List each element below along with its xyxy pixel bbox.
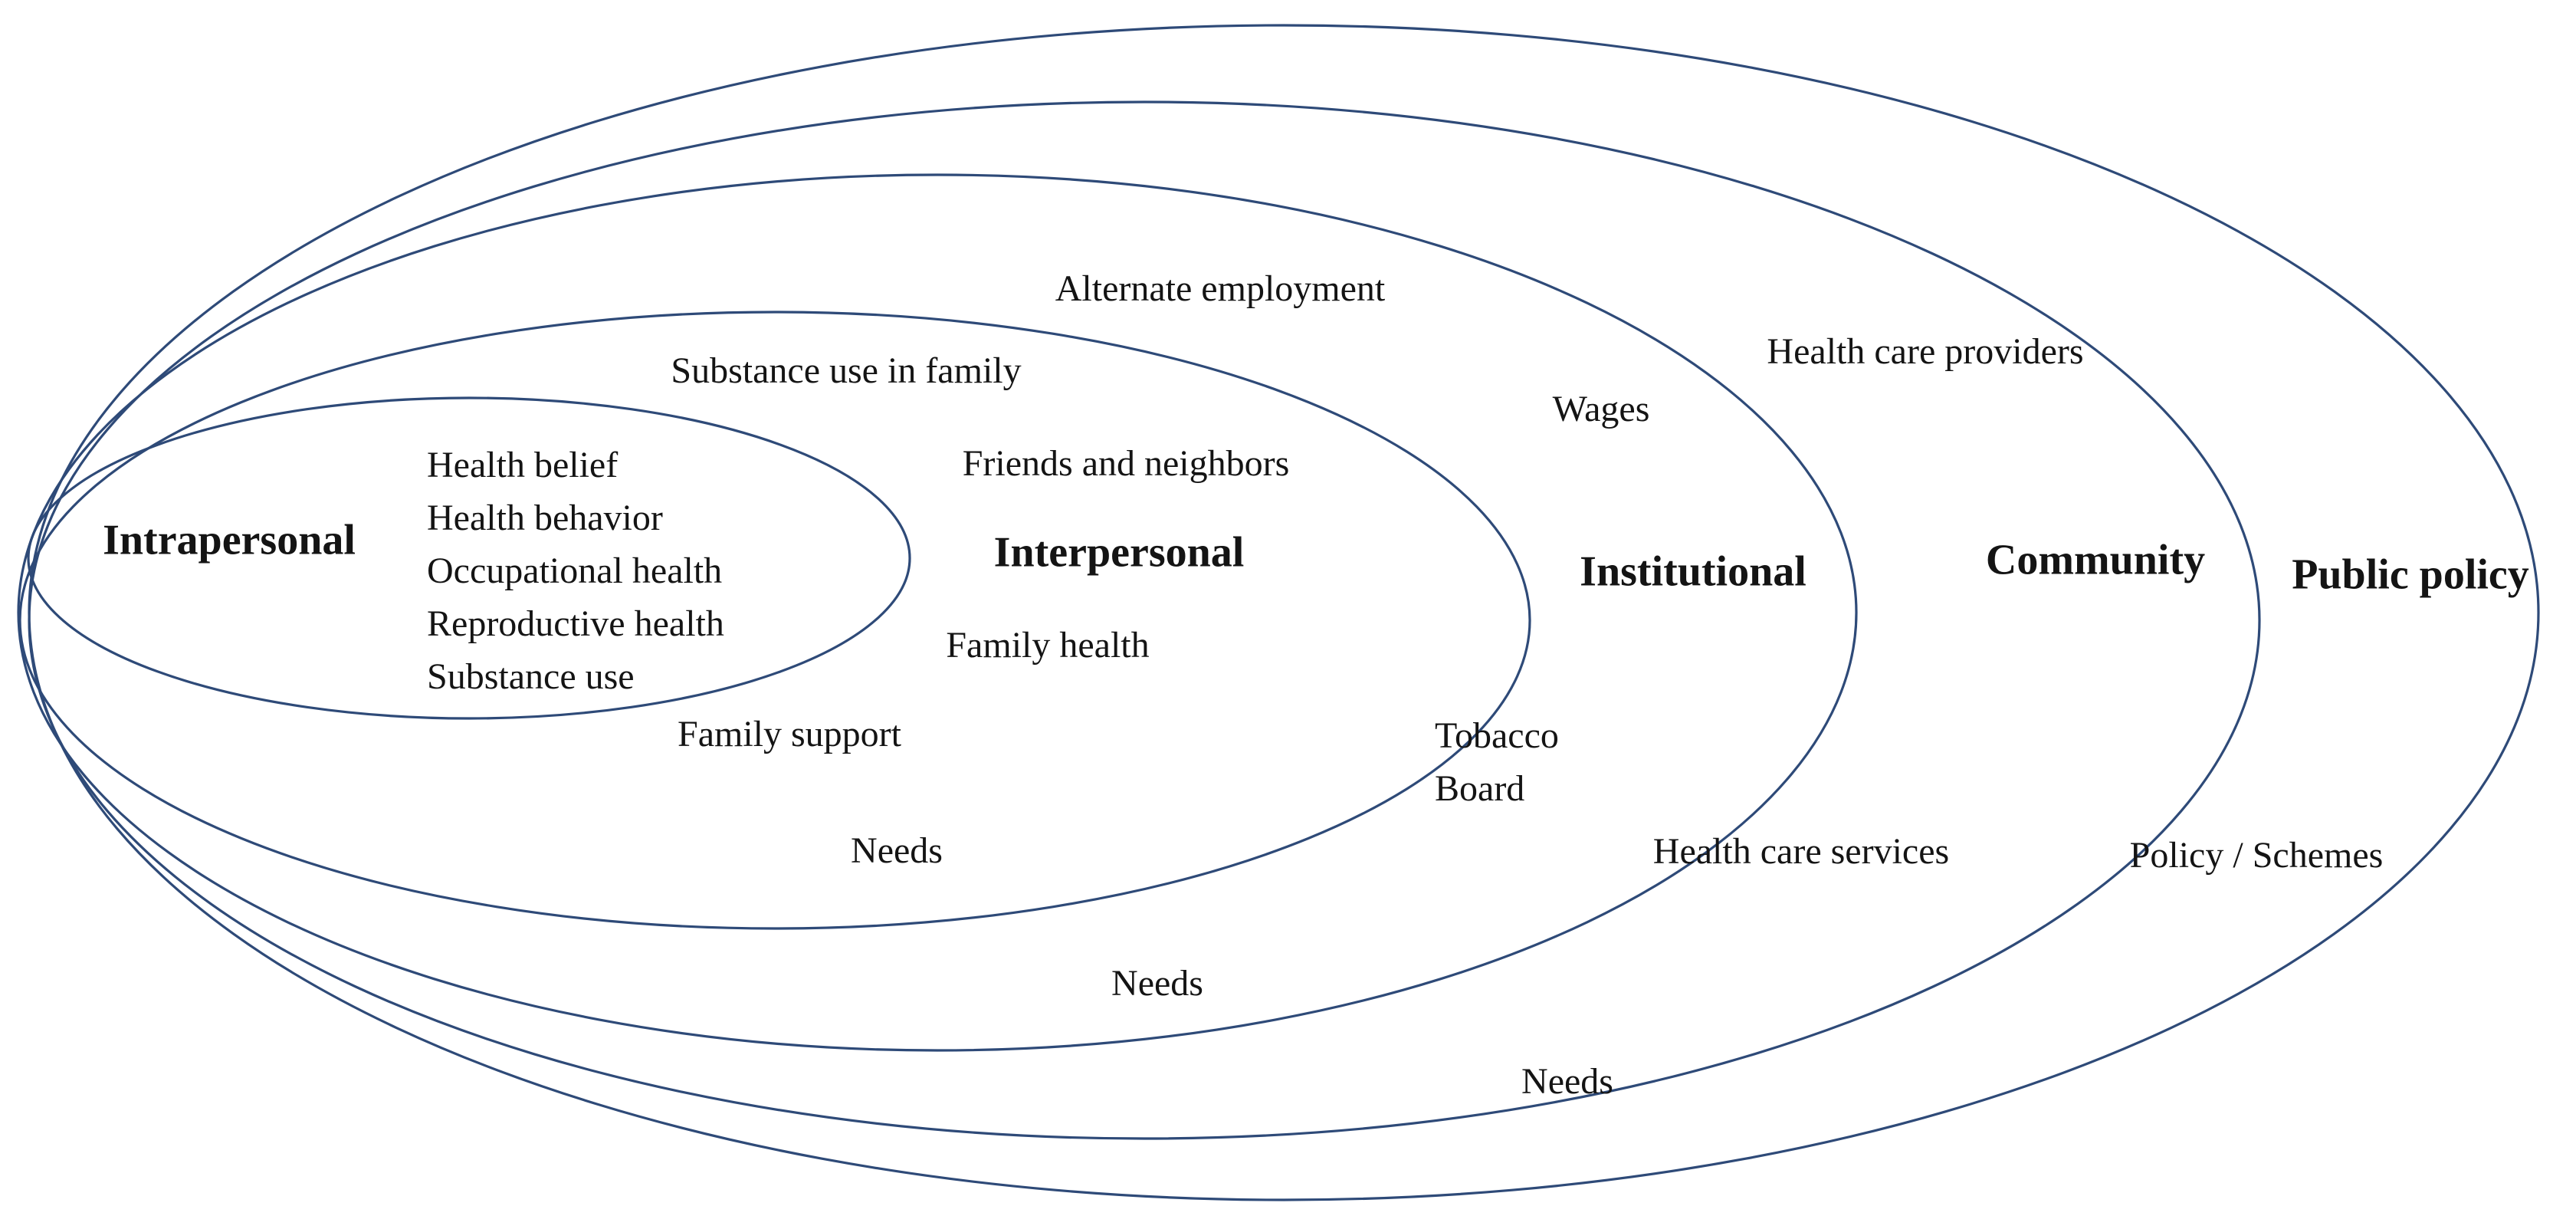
label-wages: Wages xyxy=(1552,389,1650,430)
ring-label-intrapersonal: Intrapersonal xyxy=(103,516,356,564)
label-needs-interpersonal: Needs xyxy=(851,830,943,872)
label-friends-and-neighbors: Friends and neighbors xyxy=(962,443,1290,485)
label-needs-institutional: Needs xyxy=(1111,963,1203,1004)
label-health-care-services: Health care services xyxy=(1652,831,1950,873)
ring-ellipse-institutional xyxy=(17,173,1858,1052)
label-needs-community: Needs xyxy=(1521,1061,1613,1103)
ring-label-public-policy: Public policy xyxy=(2292,550,2529,599)
factor-occupational-health: Occupational health xyxy=(427,550,723,591)
label-family-support: Family support xyxy=(677,714,902,755)
factor-substance-use: Substance use xyxy=(427,656,635,697)
ring-label-interpersonal: Interpersonal xyxy=(993,528,1245,577)
factor-health-behavior: Health behavior xyxy=(427,498,663,538)
ring-ellipse-interpersonal xyxy=(18,311,1531,930)
ring-label-institutional: Institutional xyxy=(1580,547,1806,596)
label-tobacco-board: Tobacco Board xyxy=(1435,709,1559,815)
ring-ellipse-community xyxy=(28,100,2261,1140)
ring-label-community: Community xyxy=(1985,536,2206,584)
factor-health-belief: Health belief xyxy=(427,445,619,485)
ring-ellipse-intrapersonal xyxy=(27,396,911,720)
intrapersonal-factor-list: Health belief Health behavior Occupation… xyxy=(427,439,724,703)
label-family-health: Family health xyxy=(946,625,1150,666)
label-tobacco-board-line2: Board xyxy=(1435,768,1525,809)
ring-ellipse-public-policy xyxy=(28,24,2540,1201)
label-substance-use-in-family: Substance use in family xyxy=(671,350,1022,392)
label-tobacco-board-line1: Tobacco xyxy=(1435,715,1559,756)
label-health-care-providers: Health care providers xyxy=(1767,331,2084,373)
label-alternate-employment: Alternate employment xyxy=(1055,268,1386,310)
label-policy-schemes: Policy / Schemes xyxy=(2129,835,2384,876)
factor-reproductive-health: Reproductive health xyxy=(427,603,724,644)
